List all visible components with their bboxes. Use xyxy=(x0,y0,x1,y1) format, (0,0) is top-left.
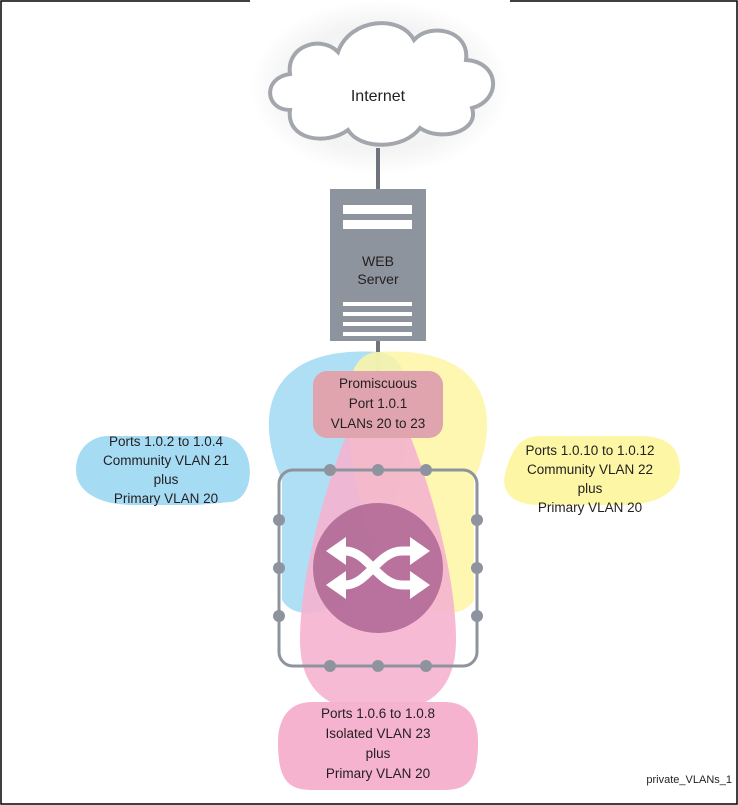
label-line: Primary VLAN 20 xyxy=(113,491,219,506)
switch-ports xyxy=(273,464,483,672)
community-left-bubble xyxy=(76,436,250,505)
isolated-bubble xyxy=(278,702,478,790)
port-dot xyxy=(471,610,483,622)
port-dot xyxy=(471,514,483,526)
label-line: Ports 1.0.6 to 1.0.8 xyxy=(320,706,436,721)
port-dot xyxy=(324,464,336,476)
promiscuous-label: Promiscuous Port 1.0.1 VLANs 20 to 23 xyxy=(305,374,451,434)
label-line: Community VLAN 21 xyxy=(102,453,230,468)
label-line: Ports 1.0.2 to 1.0.4 xyxy=(108,434,224,449)
web-server-icon xyxy=(330,189,426,341)
port-dot xyxy=(372,464,384,476)
internet-label: Internet xyxy=(350,88,406,105)
community-right-label: Ports 1.0.10 to 1.0.12 Community VLAN 22… xyxy=(500,441,680,517)
community-left-label: Ports 1.0.2 to 1.0.4 Community VLAN 21 p… xyxy=(78,432,254,508)
label-line: Ports 1.0.10 to 1.0.12 xyxy=(525,443,655,458)
label-line: plus xyxy=(153,472,179,487)
server-label: WEB Server xyxy=(328,252,428,288)
internet-cloud-icon xyxy=(250,0,510,175)
server-label-line1: WEB xyxy=(362,253,394,269)
port-dot xyxy=(372,660,384,672)
isolated-label: Ports 1.0.6 to 1.0.8 Isolated VLAN 23 pl… xyxy=(288,704,468,784)
label-line: Primary VLAN 20 xyxy=(537,500,643,515)
label-line: VLANs 20 to 23 xyxy=(330,416,426,431)
server-label-line2: Server xyxy=(357,271,399,287)
label-line: Port 1.0.1 xyxy=(348,396,408,411)
figure-id: private_VLANs_1 xyxy=(646,774,732,786)
community-right-bubble xyxy=(504,436,680,505)
label-line: plus xyxy=(365,746,391,761)
port-dot xyxy=(273,514,285,526)
port-dot xyxy=(471,562,483,574)
port-dot xyxy=(273,610,285,622)
label-line: Promiscuous xyxy=(338,376,418,391)
label-line: Primary VLAN 20 xyxy=(325,766,431,781)
port-dot xyxy=(420,464,432,476)
label-line: plus xyxy=(577,481,603,496)
label-line: Community VLAN 22 xyxy=(526,462,654,477)
label-line: Isolated VLAN 23 xyxy=(325,726,431,741)
port-dot xyxy=(273,562,285,574)
port-dot xyxy=(324,660,336,672)
port-dot xyxy=(420,660,432,672)
promiscuous-bubble xyxy=(313,371,443,438)
